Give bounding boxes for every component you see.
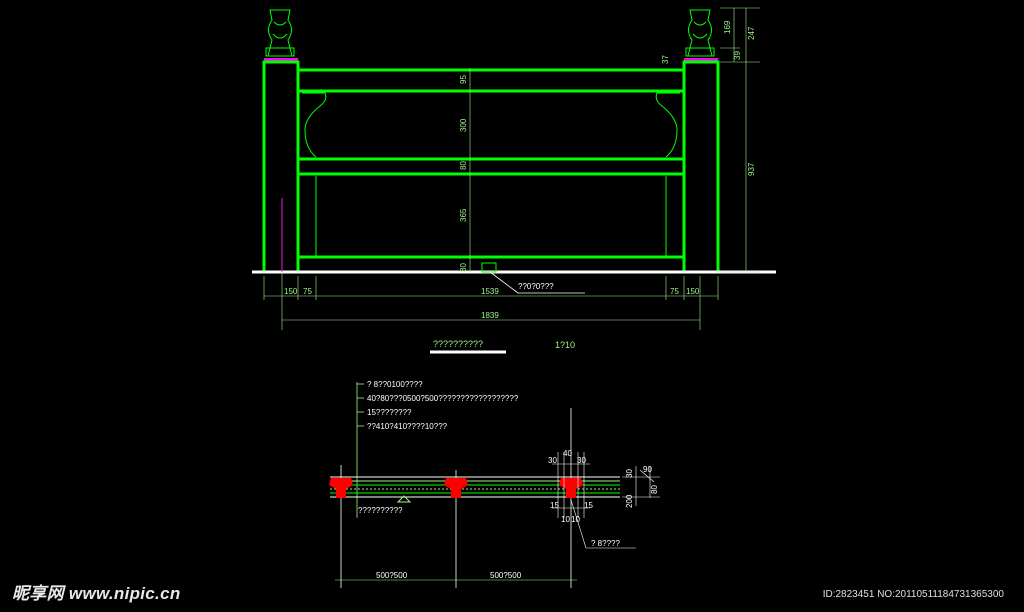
dim-center-365: 365: [459, 208, 468, 222]
anchor-note: ? 8????: [591, 539, 620, 548]
watermark-id: ID:2823451 NO:20110511184731365300: [822, 589, 1004, 600]
dim-center-300: 300: [459, 118, 468, 132]
right-post: [682, 60, 720, 274]
dim-right-80: 80: [650, 485, 659, 494]
dim-right-30: 30: [625, 469, 634, 478]
anchor-detail-dims: [552, 452, 636, 549]
dim-center-80b: 80: [459, 263, 468, 272]
elevation-title: ??????????: [433, 339, 483, 349]
dim-anchor-bot-10a: 10: [561, 515, 570, 524]
dim-anchor-bot-10b: 10: [571, 515, 580, 524]
callout-leader: [489, 271, 519, 294]
dim-right-937: 937: [747, 162, 756, 176]
dim-center-95: 95: [459, 75, 468, 84]
left-baluster-cap: [265, 9, 295, 57]
left-post: [262, 60, 300, 274]
spacing-dims: [335, 576, 577, 586]
anchor-3: [559, 478, 583, 498]
drain-box: [481, 262, 497, 273]
dim-overall-1839: 1839: [481, 311, 499, 320]
dim-bottom-75-right: 75: [670, 287, 679, 296]
dim-anchor-top-40: 40: [563, 449, 572, 458]
dim-right-169: 169: [723, 20, 732, 34]
section-note-1: ? 8??0100????: [367, 380, 423, 389]
level-mark: [396, 495, 412, 503]
dim-anchor-top-30b: 30: [577, 456, 586, 465]
dim-bottom-150-left: 150: [284, 287, 298, 296]
right-baluster-cap: [685, 9, 715, 57]
dim-right-39: 39: [733, 51, 742, 60]
dim-right-90: 90: [643, 465, 652, 474]
section-note-3: 15????????: [367, 408, 412, 417]
section-note-4: ??410?410????10???: [367, 422, 448, 431]
vase-panel: [302, 92, 680, 256]
dim-center-80a: 80: [459, 161, 468, 170]
watermark-site: 昵享网 www.nipic.cn: [12, 584, 181, 603]
dim-top-post-37: 37: [661, 55, 670, 64]
dim-bottom-75-left: 75: [303, 287, 312, 296]
dim-spacing-2: 500?500: [490, 571, 522, 580]
anchor-2: [444, 478, 468, 498]
dim-bottom-1539: 1539: [481, 287, 499, 296]
dim-spacing-1: 500?500: [376, 571, 408, 580]
dim-anchor-bot-15a: 15: [550, 501, 559, 510]
note-leader: [356, 382, 364, 518]
elevation-scale: 1?10: [555, 340, 575, 350]
section-note-2: 40?80???0500?500??????????????????: [367, 394, 519, 403]
dim-anchor-bot-15b: 15: [584, 501, 593, 510]
rails: [298, 68, 684, 259]
right-thickness-dims: [622, 466, 660, 506]
dim-anchor-top-30a: 30: [548, 456, 557, 465]
right-vertical-dims: [720, 7, 760, 273]
dim-right-247: 247: [747, 26, 756, 40]
dim-bottom-150-right: 150: [686, 287, 700, 296]
dim-right-200: 200: [625, 494, 634, 508]
section-bottom-note: ??????????: [358, 506, 403, 515]
anchor-1: [329, 478, 353, 498]
callout-label: ??0?0???: [518, 282, 554, 291]
